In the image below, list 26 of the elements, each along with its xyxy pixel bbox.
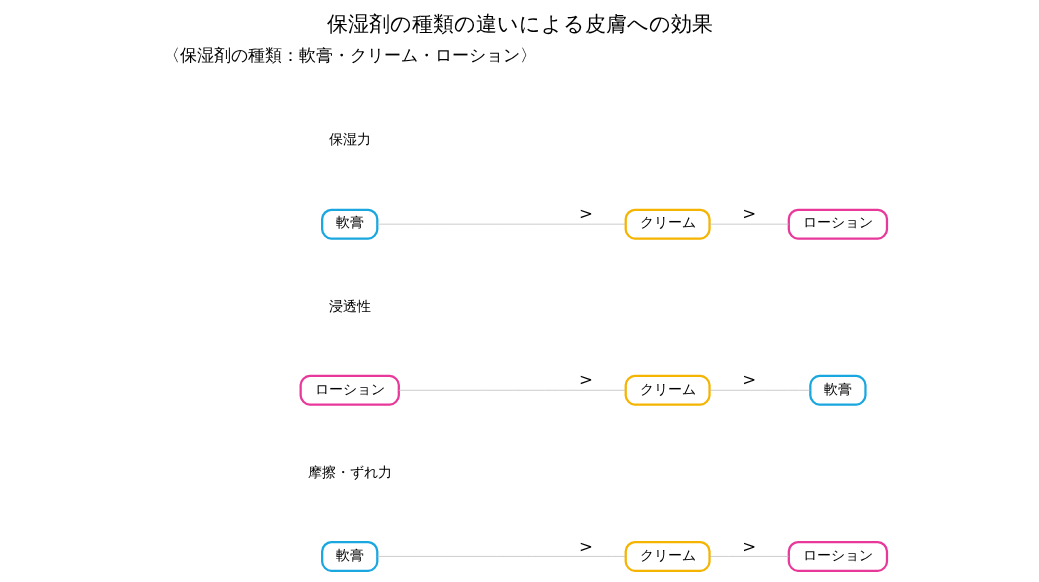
- node-box: クリーム: [624, 208, 711, 240]
- node-box: ローション: [787, 208, 888, 240]
- label: 浸透性: [328, 297, 371, 314]
- connector: [398, 389, 626, 391]
- connector: [708, 389, 811, 391]
- edge-label: >: [578, 204, 593, 224]
- edge-label: >: [578, 536, 593, 556]
- connector: [376, 556, 626, 557]
- node-box: ローション: [787, 540, 888, 572]
- connector: [708, 556, 789, 557]
- label: 〈保湿剤の種類：軟膏・クリーム・ローション〉: [162, 45, 537, 65]
- node-box: ローション: [299, 374, 400, 406]
- label: 摩擦・ずれ力: [307, 463, 392, 480]
- connector: [376, 223, 626, 225]
- node-box: クリーム: [624, 540, 711, 572]
- edge-label: >: [741, 536, 756, 556]
- connector: [708, 223, 789, 225]
- edge-label: >: [741, 370, 756, 390]
- label: 保湿力: [328, 131, 371, 148]
- node-box: 軟膏: [320, 540, 378, 572]
- edge-label: >: [741, 204, 756, 224]
- node-box: 軟膏: [320, 208, 378, 240]
- diagram-title: 保湿剤の種類の違いによる皮膚への効果: [326, 11, 713, 37]
- edge-label: >: [578, 370, 593, 390]
- node-box: クリーム: [624, 374, 711, 406]
- node-box: 軟膏: [808, 374, 867, 406]
